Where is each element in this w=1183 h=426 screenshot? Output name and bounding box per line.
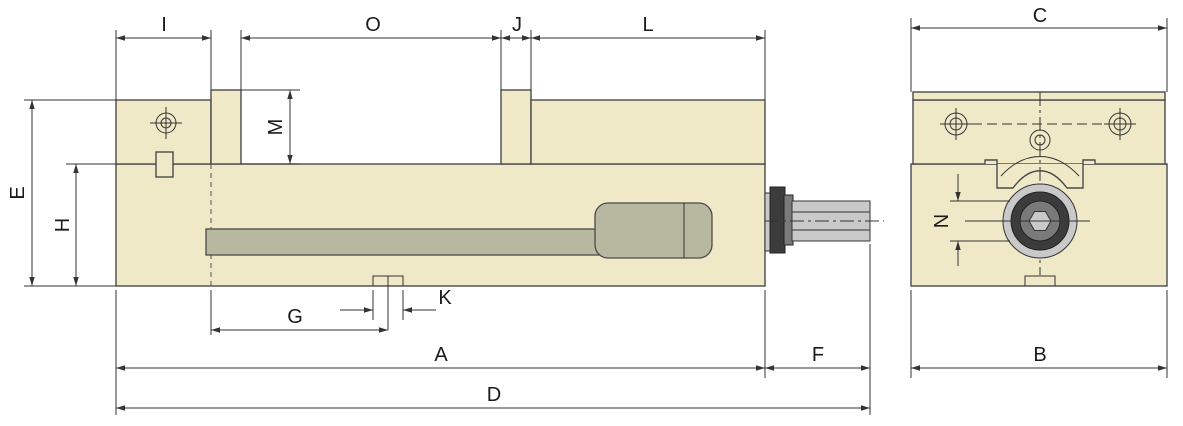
label-F: F — [812, 344, 824, 366]
label-J: J — [512, 14, 522, 36]
side-view — [115, 89, 884, 330]
end-view-dimensions — [910, 18, 1168, 378]
movable-jaw-plate — [500, 89, 532, 165]
label-B: B — [1033, 344, 1046, 366]
label-D: D — [487, 384, 501, 406]
label-N: N — [931, 214, 953, 228]
movable-jaw-block — [530, 99, 766, 165]
label-A: A — [434, 344, 448, 366]
label-M: M — [265, 119, 287, 136]
spindle-nut — [769, 186, 786, 254]
end-view-hole-right — [1104, 108, 1136, 140]
label-E: E — [7, 186, 29, 199]
label-G: G — [287, 306, 303, 328]
label-H: H — [52, 218, 74, 232]
screw-rod — [205, 228, 607, 256]
dimension-lines — [29, 35, 870, 411]
spindle-hex — [791, 200, 871, 242]
end-view-upper-block — [912, 99, 1166, 165]
label-O: O — [365, 14, 381, 36]
fixed-jaw-plate — [210, 89, 242, 165]
label-I: I — [161, 14, 167, 36]
label-L: L — [642, 14, 653, 36]
dimension-labels: I O J L C M E H N G K A F B D — [7, 5, 1047, 406]
label-C: C — [1033, 5, 1047, 27]
end-view — [910, 91, 1168, 287]
screw-handle-grip — [594, 202, 713, 259]
locating-key — [155, 151, 174, 178]
end-view-screw — [965, 183, 1090, 259]
label-K: K — [438, 287, 452, 309]
end-view-top-strip — [912, 91, 1166, 101]
bolt-hole — [150, 107, 182, 139]
end-view-hole-left — [940, 108, 972, 140]
